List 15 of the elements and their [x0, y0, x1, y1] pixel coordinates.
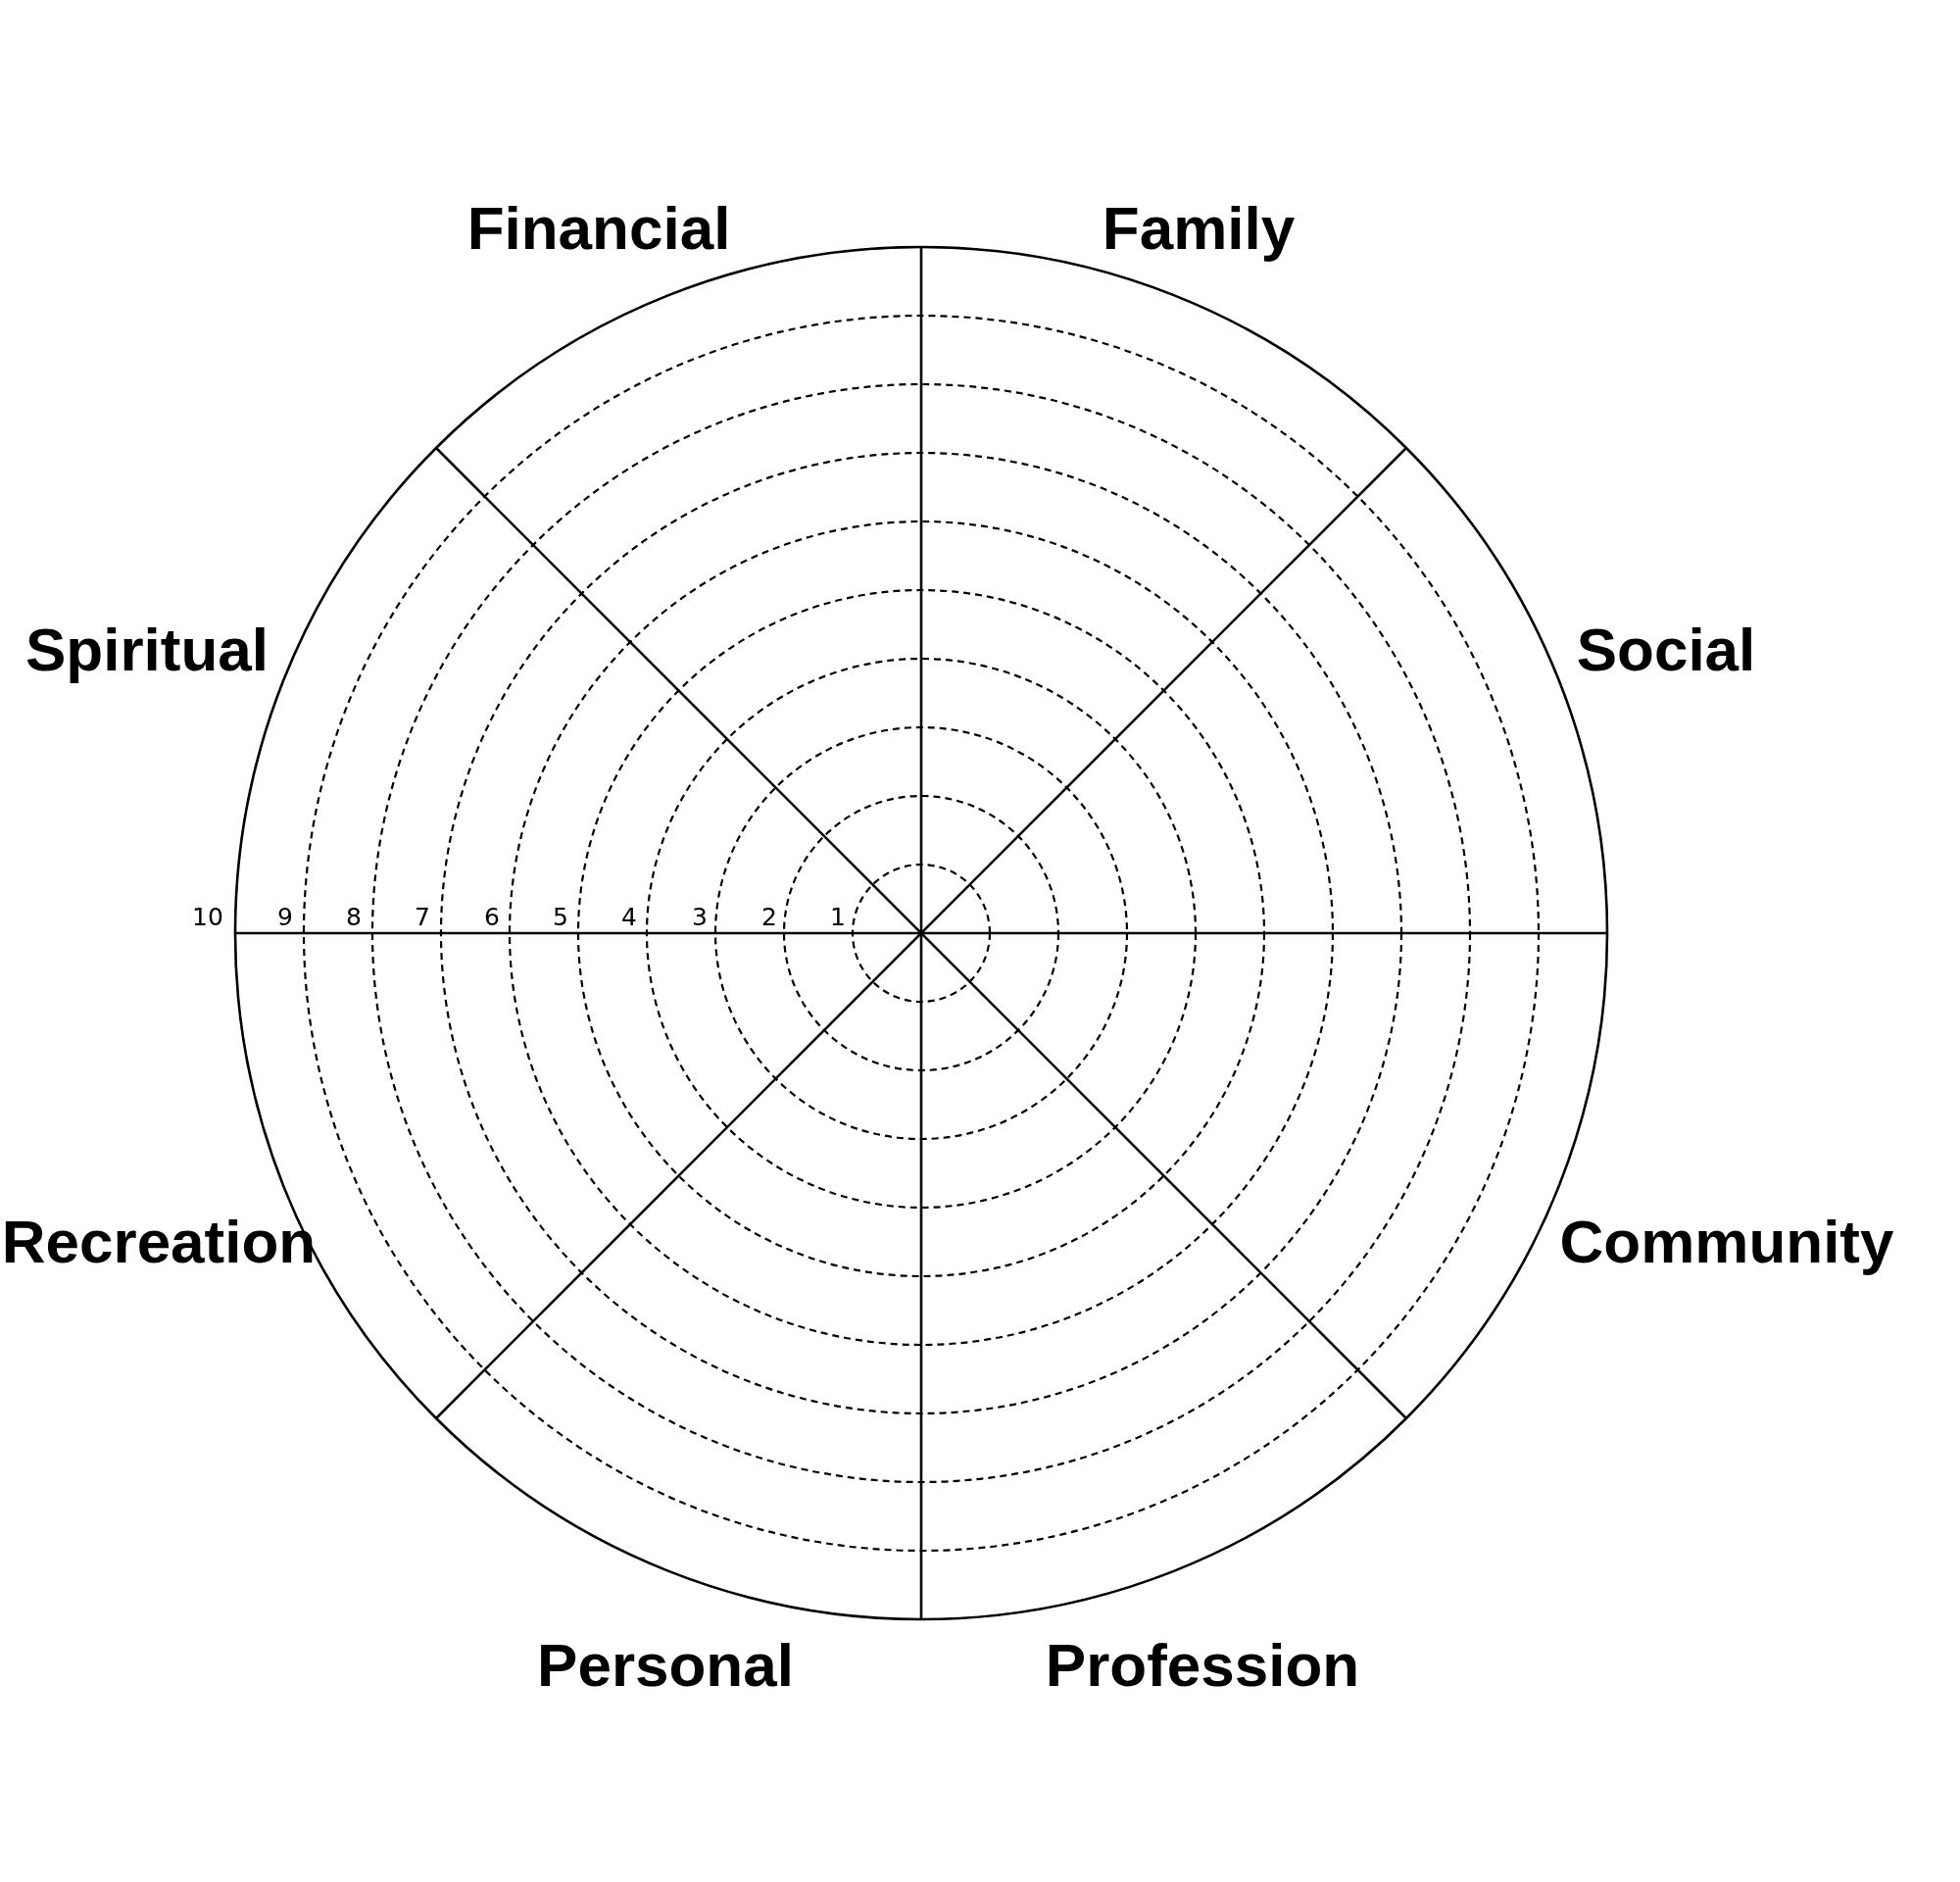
scale-number: 8	[346, 904, 362, 929]
scale-number: 10	[192, 904, 223, 929]
scale-number: 6	[484, 904, 500, 929]
scale-number: 4	[621, 904, 637, 929]
scale-number: 3	[692, 904, 708, 929]
segment-label: Financial	[466, 198, 731, 259]
segment-label: Recreation	[1, 1212, 317, 1272]
scale-number: 2	[761, 904, 777, 929]
scale-number: 9	[277, 904, 293, 929]
scale-number: 1	[830, 904, 846, 929]
segment-label: Personal	[537, 1635, 794, 1696]
scale-number: 7	[415, 904, 430, 929]
scale-number: 5	[553, 904, 568, 929]
segment-label: Profession	[1045, 1635, 1360, 1696]
segment-label: Social	[1576, 619, 1756, 680]
